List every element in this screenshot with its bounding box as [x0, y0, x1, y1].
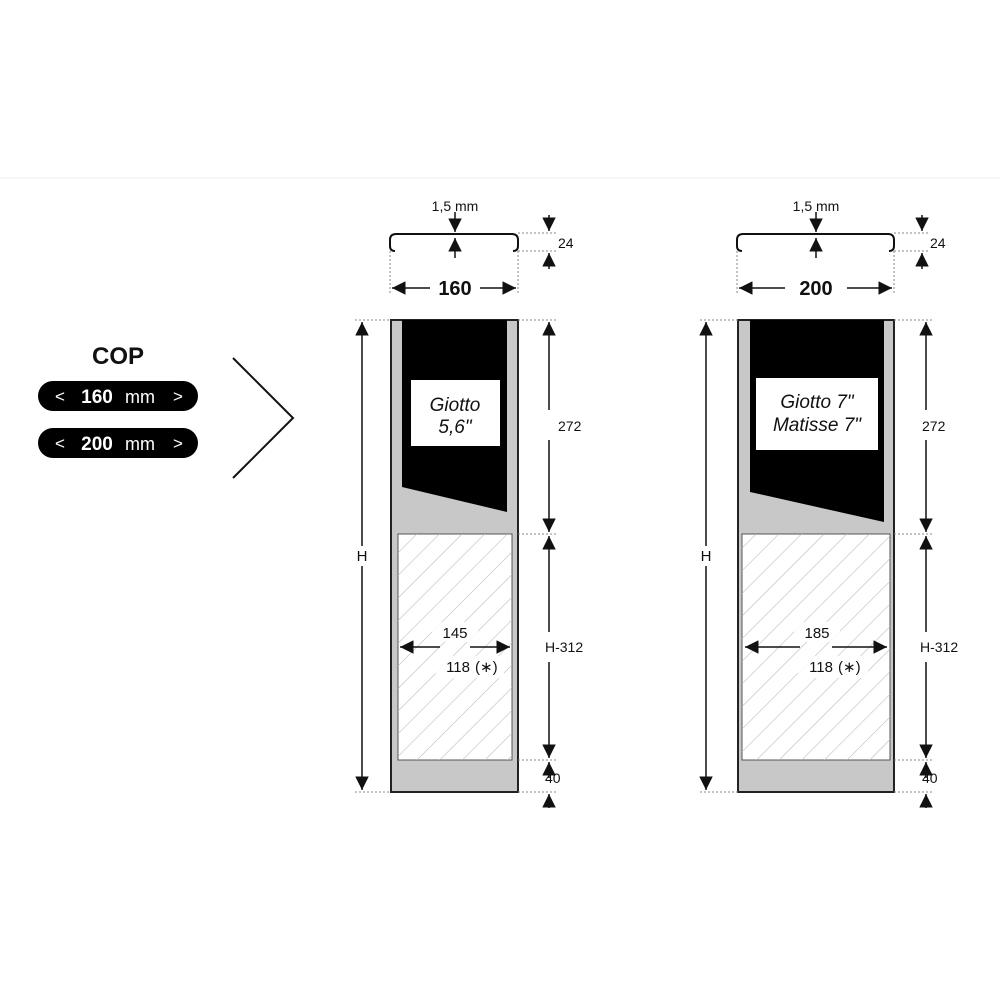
option-200-left-chevron: < — [55, 434, 65, 453]
option-160mm[interactable]: < 160 mm > — [38, 381, 198, 411]
top-height-label: 24 — [930, 235, 946, 251]
label-line-2: 5,6" — [438, 417, 472, 438]
inner-width-label: 145 — [442, 625, 467, 642]
asterisk-note: (∗) — [475, 659, 498, 676]
bottom-height-label: 40 — [922, 770, 938, 786]
inner-sub-label: 118 — [809, 659, 833, 676]
cop-title: COP — [92, 343, 144, 370]
profile-right-cap — [511, 233, 519, 252]
pill-160mm[interactable] — [38, 381, 198, 411]
label-line-2: Matisse 7" — [773, 415, 862, 436]
chevron-right-icon — [232, 357, 295, 479]
width-label: 160 — [438, 278, 471, 300]
middle-height-label: H-312 — [920, 639, 958, 655]
cop-selector: COP < 160 mm > < 200 mm > — [38, 343, 295, 479]
width-label: 200 — [799, 278, 832, 300]
option-200-value: 200 — [81, 434, 113, 455]
upper-height-label: 272 — [922, 418, 946, 434]
option-200-right-chevron: > — [173, 434, 183, 453]
total-height-label: H — [701, 548, 712, 565]
option-200-unit: mm — [125, 434, 155, 454]
option-160-right-chevron: > — [173, 387, 183, 406]
option-160-unit: mm — [125, 387, 155, 407]
inner-sub-label: 118 — [446, 659, 470, 676]
profile-left-cap — [389, 233, 397, 252]
middle-height-label: H-312 — [545, 639, 583, 655]
label-box — [756, 378, 878, 450]
inner-width-label: 185 — [804, 625, 829, 642]
label-line-1: Giotto 7" — [780, 392, 855, 413]
bottom-height-label: 40 — [545, 770, 561, 786]
panel-160: 1,5 mm 24 160 Giotto 5,6" 145 118 (∗) — [355, 198, 583, 808]
upper-height-label: 272 — [558, 418, 582, 434]
thickness-label: 1,5 mm — [432, 198, 479, 214]
pill-200mm[interactable] — [38, 428, 198, 458]
top-height-label: 24 — [558, 235, 574, 251]
option-160-value: 160 — [81, 387, 113, 408]
option-200mm[interactable]: < 200 mm > — [38, 428, 198, 458]
total-height-label: H — [357, 548, 368, 565]
option-160-left-chevron: < — [55, 387, 65, 406]
label-box — [411, 380, 500, 446]
asterisk-note: (∗) — [838, 659, 861, 676]
label-line-1: Giotto — [430, 395, 481, 416]
panel-200: 1,5 mm 24 200 Giotto 7" Matisse 7" 185 1… — [699, 198, 958, 808]
thickness-label: 1,5 mm — [793, 198, 840, 214]
